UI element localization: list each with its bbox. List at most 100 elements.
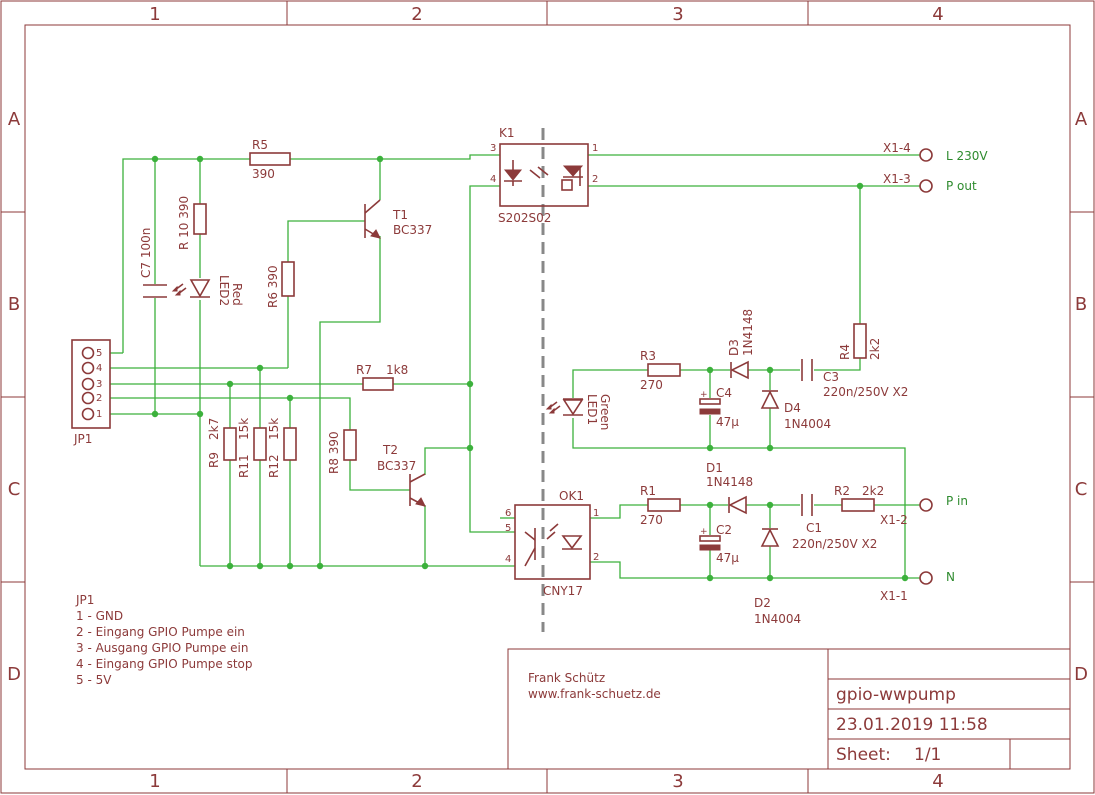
c4-capacitor: + C4 47µ (699, 386, 739, 429)
sheet-value: 1/1 (914, 745, 941, 765)
c1-value: 220n/250V X2 (792, 537, 877, 551)
r9-label: R9 (207, 452, 221, 468)
net-label-n: N (946, 570, 955, 584)
t1-name: T1 (392, 208, 408, 222)
x1-connector: X1-4 L 230V X1-3 P out X1-2 P in X1-1 N (880, 141, 988, 603)
r5-name: R5 (252, 138, 268, 152)
row-label-left-a: A (8, 109, 21, 130)
r1-name: R1 (640, 484, 656, 498)
jp1-pin-3-label: 3 (96, 379, 102, 390)
row-label-right-b: B (1075, 294, 1087, 315)
c4-value: 47µ (716, 415, 739, 429)
jp1-pin-5-label: 5 (96, 348, 102, 359)
x1-1-pin-label: X1-1 (880, 589, 908, 603)
ok1-optocoupler: 6 5 4 1 2 OK1 CNY17 (505, 489, 599, 598)
c2-plus: + (700, 527, 708, 537)
c1-capacitor: C1 220n/250V X2 (792, 494, 877, 551)
jp1-pinout-notes: JP1 1 - GND 2 - Eingang GPIO Pumpe ein 3… (75, 593, 253, 687)
notes-line-5: 5 - 5V (76, 673, 112, 687)
led2-name: LED2 (217, 275, 231, 306)
r8-label: R8 390 (327, 431, 341, 474)
k1-pin-4: 4 (490, 174, 496, 185)
r6-label: R6 390 (266, 265, 280, 308)
x1-4-pin-label: X1-4 (883, 141, 911, 155)
r3-name: R3 (640, 349, 656, 363)
r8-resistor: R8 390 (327, 429, 357, 474)
r7-resistor: R7 1k8 (356, 363, 408, 391)
ok1-pin-1: 1 (593, 508, 599, 519)
wires (110, 154, 920, 579)
ok1-pin-5: 5 (505, 523, 511, 534)
title-block: Frank Schütz www.frank-schuetz.de gpio-w… (507, 648, 1071, 770)
c7-label: C7 100n (139, 228, 153, 278)
net-label-l-230v: L 230V (946, 149, 988, 163)
r1-value: 270 (640, 513, 663, 527)
row-label-right-d: D (1074, 664, 1088, 685)
c4-plus: + (700, 390, 708, 400)
r12-resistor: 15k R12 (267, 418, 297, 478)
jp1-connector: 5 4 3 2 1 JP1 (71, 339, 111, 446)
column-label-bottom-2: 2 (411, 771, 422, 792)
d2-diode: D2 1N4004 (754, 528, 801, 626)
r11-resistor: 15k R11 (237, 418, 267, 478)
k1-pin-2: 2 (592, 174, 598, 185)
d2-name: D2 (754, 596, 771, 610)
t2-value: BC337 (377, 459, 416, 473)
r2-value: 2k2 (862, 484, 884, 498)
led2-diode: LED2 Red (171, 275, 244, 306)
author-name: Frank Schütz (528, 671, 605, 685)
r7-value: 1k8 (386, 363, 408, 377)
r11-label: R11 (237, 454, 251, 478)
notes-title: JP1 (75, 593, 94, 607)
c3-name: C3 (823, 370, 839, 384)
ok1-value: CNY17 (543, 584, 583, 598)
ok1-pin-4: 4 (505, 554, 511, 565)
c2-name: C2 (716, 523, 732, 537)
junctions (151, 155, 909, 582)
d1-name: D1 (706, 461, 723, 475)
x1-3-pin-label: X1-3 (883, 172, 911, 186)
r1-resistor: R1 270 (640, 484, 681, 527)
k1-pin-3: 3 (490, 143, 496, 154)
k1-pin-1: 1 (592, 143, 598, 154)
r10-label: R 10 390 (177, 196, 191, 250)
r4-value: 2k2 (868, 338, 882, 360)
r5-resistor: R5 390 (249, 138, 291, 181)
r2-resistor: R2 2k2 (834, 484, 884, 512)
t2-name: T2 (382, 443, 398, 457)
net-label-p-out: P out (946, 179, 977, 193)
r2-name: R2 (834, 484, 850, 498)
ok1-pin-6: 6 (505, 508, 511, 519)
x1-2-pin-label: X1-2 (880, 513, 908, 527)
c1-name: C1 (806, 521, 822, 535)
row-label-left-b: B (8, 294, 20, 315)
ok1-pin-2: 2 (593, 552, 599, 563)
jp1-pin-1-label: 1 (96, 409, 102, 420)
d3-diode: D3 1N4148 (727, 309, 755, 380)
k1-value: S202S02 (498, 211, 551, 225)
r3-value: 270 (640, 378, 663, 392)
column-label-top-1: 1 (149, 4, 160, 25)
r12-value: 15k (267, 418, 281, 440)
c7-capacitor: C7 100n (139, 228, 167, 298)
led1-value: Green (598, 394, 612, 430)
sheet-label: Sheet: (836, 745, 891, 765)
row-label-left-d: D (7, 664, 21, 685)
t1-transistor: T1 BC337 (364, 199, 432, 239)
r11-value: 15k (237, 418, 251, 440)
column-label-bottom-1: 1 (149, 771, 160, 792)
column-label-bottom-4: 4 (932, 771, 943, 792)
d4-diode: D4 1N4004 (760, 390, 831, 431)
led1-diode: LED1 Green (545, 394, 612, 430)
d4-name: D4 (784, 401, 801, 415)
d1-value: 1N4148 (706, 475, 753, 489)
c2-capacitor: + C2 47µ (699, 523, 739, 565)
c4-name: C4 (716, 386, 732, 400)
column-label-top-2: 2 (411, 4, 422, 25)
jp1-pin-4-label: 4 (96, 363, 102, 374)
jp1-pin-2-label: 2 (96, 393, 102, 404)
r10-resistor: R 10 390 (177, 196, 207, 250)
d3-name: D3 (727, 339, 741, 356)
net-label-p-in: P in (946, 494, 968, 508)
